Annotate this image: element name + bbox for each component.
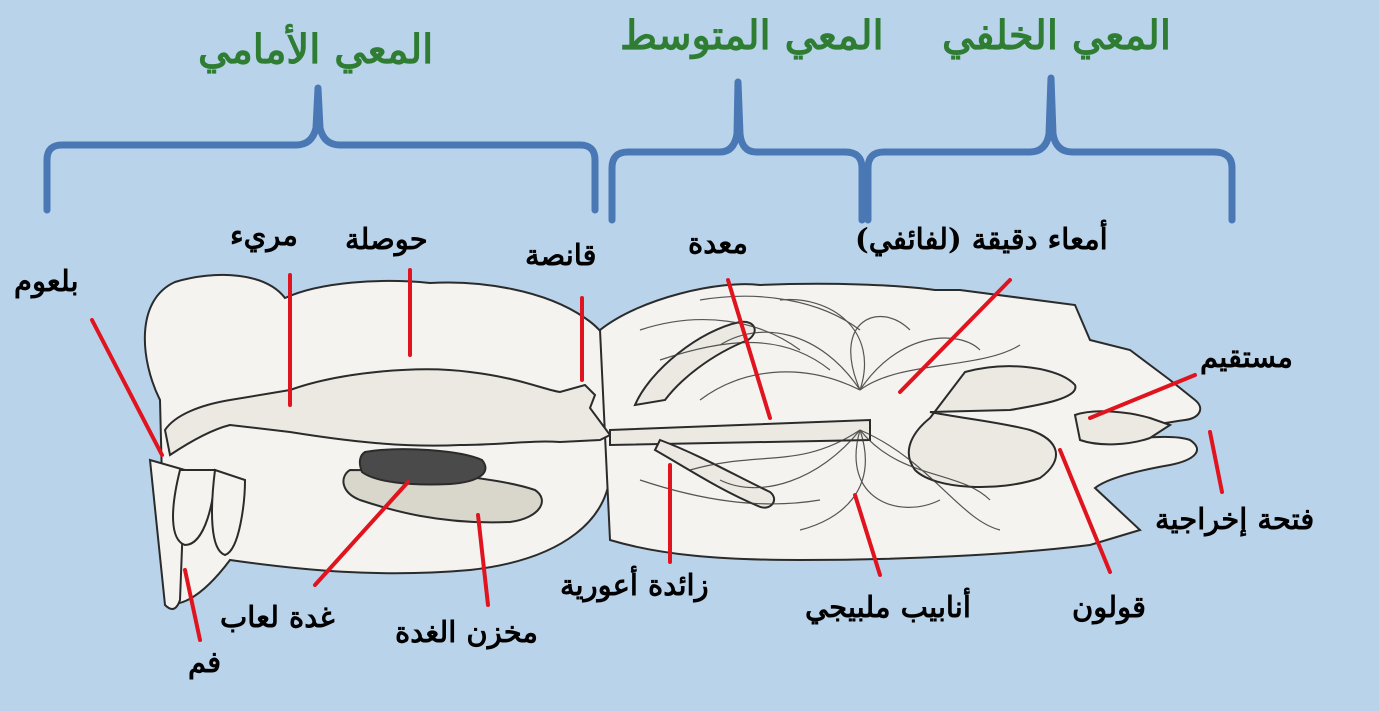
label-mouth: فم <box>188 645 221 679</box>
salivary-gland-body <box>360 449 486 484</box>
label-malpighian: أنابيب ملبيجي <box>805 590 971 624</box>
label-reservoir: مخزن الغدة <box>395 615 538 649</box>
midgut-brace <box>612 82 862 220</box>
label-stomach: معدة <box>688 226 748 260</box>
label-salivary: غدة لعاب <box>220 600 335 634</box>
hindgut-brace <box>868 78 1232 220</box>
pointer-anus <box>1210 432 1222 492</box>
label-anus: فتحة إخراجية <box>1155 502 1314 536</box>
label-ileum: أمعاء دقيقة (لفائفي) <box>855 222 1108 256</box>
label-pharynx: بلعوم <box>14 264 79 298</box>
label-colon: قولون <box>1072 590 1146 624</box>
label-rectum: مستقيم <box>1200 340 1293 374</box>
label-gizzard: قانصة <box>525 238 596 272</box>
label-caeca: زائدة أعورية <box>560 568 709 602</box>
section-braces <box>47 78 1232 220</box>
label-esophagus: مريء <box>230 218 298 252</box>
label-crop: حوصلة <box>345 222 428 256</box>
foregut-brace <box>47 88 595 210</box>
midgut-title: المعي المتوسط <box>620 12 884 59</box>
hindgut-title: المعي الخلفي <box>942 12 1171 59</box>
foregut-title: المعي الأمامي <box>198 26 433 73</box>
